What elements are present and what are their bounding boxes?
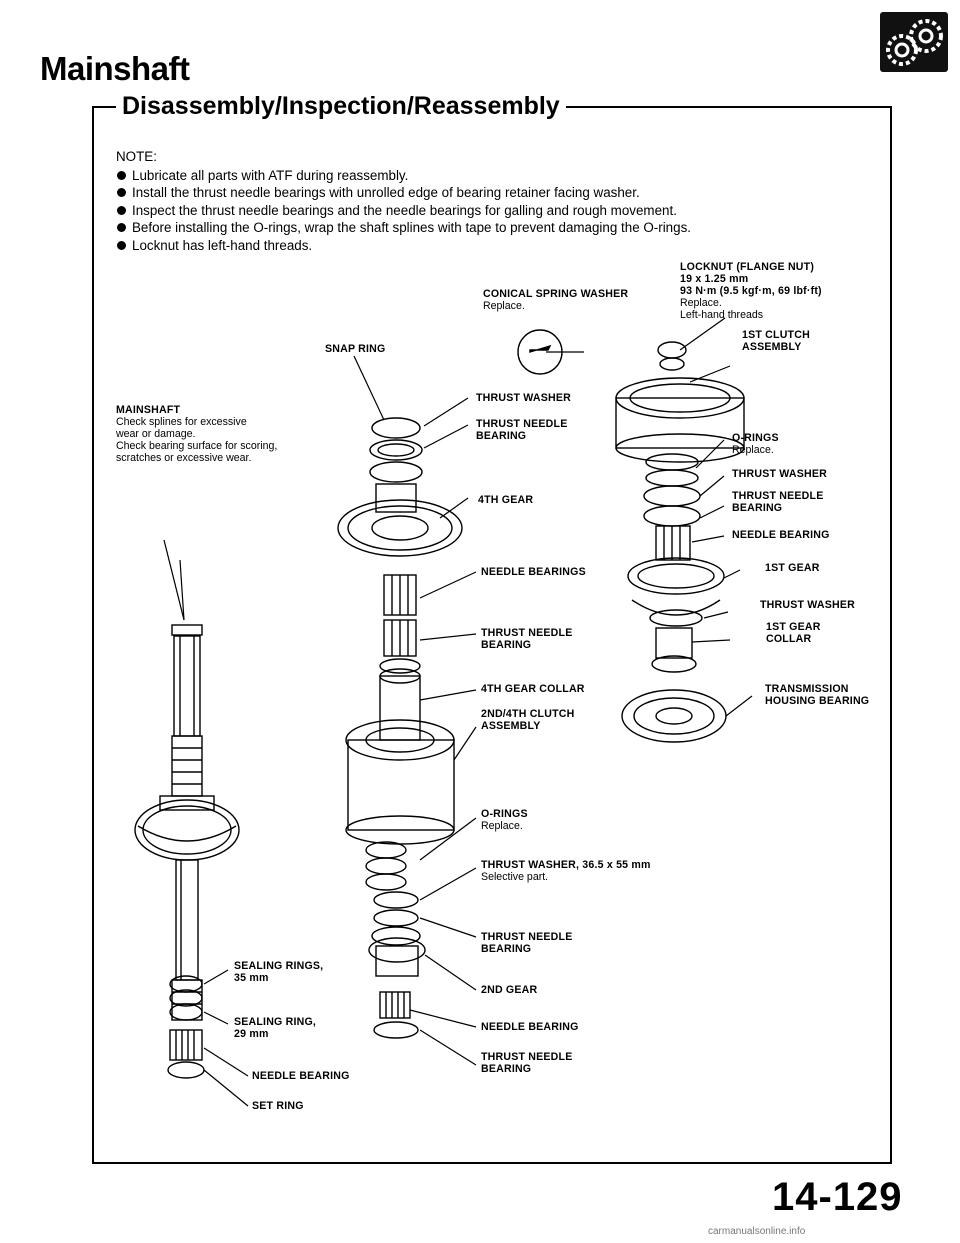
label-conical-spring-washer: CONICAL SPRING WASHER Replace. xyxy=(483,288,629,312)
label-second-fourth-clutch: 2ND/4TH CLUTCH ASSEMBLY xyxy=(481,708,575,732)
label-locknut: LOCKNUT (FLANGE NUT) 19 x 1.25 mm 93 N·m… xyxy=(680,261,822,321)
page-number: 14-129 xyxy=(772,1175,903,1219)
note-item: Install the thrust needle bearings with … xyxy=(116,184,876,202)
label-thrust-needle-bearing-mid: THRUST NEEDLE BEARING xyxy=(481,627,573,651)
label-first-clutch-assembly: 1ST CLUTCH ASSEMBLY xyxy=(742,329,810,353)
notes-block: NOTE: Lubricate all parts with ATF durin… xyxy=(116,148,876,255)
label-first-gear: 1ST GEAR xyxy=(765,562,820,574)
note-item: Before installing the O-rings, wrap the … xyxy=(116,219,876,237)
label-transmission-housing-bearing: TRANSMISSION HOUSING BEARING xyxy=(765,683,870,707)
label-thrust-needle-bearing-low: THRUST NEEDLE BEARING xyxy=(481,931,573,955)
label-o-rings-right: O-RINGS Replace. xyxy=(732,432,779,456)
label-needle-bearing-left: NEEDLE BEARING xyxy=(252,1070,350,1082)
note-item: Locknut has left-hand threads. xyxy=(116,237,876,255)
label-thrust-needle-bearing-right: THRUST NEEDLE BEARING xyxy=(732,490,824,514)
note-item: Inspect the thrust needle bearings and t… xyxy=(116,202,876,220)
label-thrust-washer-top: THRUST WASHER xyxy=(476,392,572,404)
label-sealing-rings-35: SEALING RINGS, 35 mm xyxy=(234,960,324,984)
label-needle-bearing-low: NEEDLE BEARING xyxy=(481,1021,579,1033)
center-stack-drawing xyxy=(337,417,463,1039)
label-needle-bearings-mid: NEEDLE BEARINGS xyxy=(481,566,586,578)
label-thrust-washer-right2: THRUST WASHER xyxy=(760,599,856,611)
page-subtitle: Disassembly/Inspection/Reassembly xyxy=(116,92,566,121)
label-set-ring: SET RING xyxy=(252,1100,304,1112)
label-mainshaft: MAINSHAFT Check splines for excessive we… xyxy=(116,404,278,464)
note-item: Lubricate all parts with ATF during reas… xyxy=(116,167,876,185)
label-thrust-needle-bearing-top: THRUST NEEDLE BEARING xyxy=(476,418,568,442)
mainshaft-drawing xyxy=(134,624,240,1021)
transmission-gears-icon xyxy=(880,12,948,72)
label-snap-ring: SNAP RING xyxy=(325,343,386,355)
label-first-gear-collar: 1ST GEAR COLLAR xyxy=(766,621,821,645)
leader-lines xyxy=(163,317,753,1107)
label-thrust-needle-bearing-bottom: THRUST NEEDLE BEARING xyxy=(481,1051,573,1075)
watermark: carmanualsonline.info xyxy=(708,1226,806,1237)
label-o-rings-lower: O-RINGS Replace. xyxy=(481,808,528,832)
label-fourth-gear: 4TH GEAR xyxy=(478,494,534,506)
label-needle-bearing-right: NEEDLE BEARING xyxy=(732,529,830,541)
label-second-gear: 2ND GEAR xyxy=(481,984,538,996)
label-sealing-ring-29: SEALING RING, 29 mm xyxy=(234,1016,317,1040)
right-stack-drawing xyxy=(517,329,745,743)
label-thrust-washer-selective: THRUST WASHER, 36.5 x 55 mm Selective pa… xyxy=(481,859,651,883)
sealing-rings-drawing xyxy=(167,975,205,1079)
notes-heading: NOTE: xyxy=(116,149,157,164)
page-title: Mainshaft xyxy=(40,50,190,87)
label-fourth-gear-collar: 4TH GEAR COLLAR xyxy=(481,683,585,695)
label-thrust-washer-right: THRUST WASHER xyxy=(732,468,828,480)
